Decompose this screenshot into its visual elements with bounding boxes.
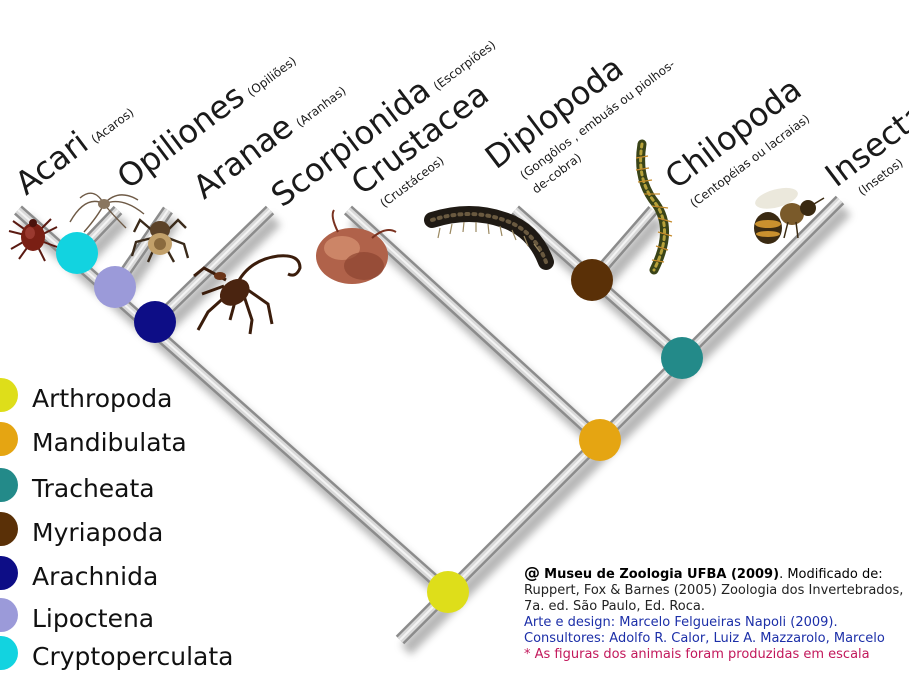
legend-item-lipoctena: Lipoctena [0,598,260,638]
lipoctena-dot-icon [0,598,18,632]
legend-label: Tracheata [32,474,155,503]
arachnida-dot-icon [0,556,18,590]
arthropoda-dot-icon [0,378,18,412]
taxon-labels: Acari(Acaros) Opiliones(Opiliões) Aranae… [8,22,909,214]
legend-item-myriapoda: Myriapoda [0,512,260,552]
node-arthropoda[interactable] [427,571,469,613]
legend-label: Myriapoda [32,518,163,547]
legend-label: Mandibulata [32,428,187,457]
node-myriapoda[interactable] [571,259,613,301]
tracheata-dot-icon [0,468,18,502]
myriapoda-dot-icon [0,512,18,546]
legend-item-mandibulata: Mandibulata [0,422,260,462]
node-arachnida[interactable] [134,301,176,343]
credits-consultants: Consultores: Adolfo R. Calor, Luiz A. Ma… [524,631,909,647]
credits-museum-line: @ Museu de Zoologia UFBA (2009). Modific… [524,565,909,583]
node-cryptoperculata[interactable] [56,232,98,274]
legend-label: Arthropoda [32,384,172,413]
legend-item-arthropoda: Arthropoda [0,378,260,418]
node-mandibulata[interactable] [579,419,621,461]
legend-label: Cryptoperculata [32,642,233,671]
legend-item-arachnida: Arachnida [0,556,260,596]
credits-museum-name: Museu de Zoologia UFBA (2009) [544,567,779,582]
credits-design: Arte e design: Marcelo Felgueiras Napoli… [524,615,909,631]
credits-modified: . Modificado de: [779,567,883,582]
copyright-icon: @ [524,565,540,582]
taxon-acari: Acari(Acaros) [8,90,140,202]
credits-note: * As figuras dos animais foram produzida… [524,647,909,663]
credits-reference-2: 7a. ed. São Paulo, Ed. Roca. [524,599,909,615]
taxon-insecta: Insecta [818,94,909,194]
mandibulata-dot-icon [0,422,18,456]
node-tracheata[interactable] [661,337,703,379]
legend-label: Arachnida [32,562,158,591]
credits-block: @ Museu de Zoologia UFBA (2009). Modific… [524,565,909,663]
legend-item-cryptoperculata: Cryptoperculata [0,636,260,676]
legend-label: Lipoctena [32,604,154,633]
node-lipoctena[interactable] [94,266,136,308]
credits-reference-1: Ruppert, Fox & Barnes (2005) Zoologia do… [524,583,909,599]
legend-item-tracheata: Tracheata [0,468,260,508]
cryptoperculata-dot-icon [0,636,18,670]
